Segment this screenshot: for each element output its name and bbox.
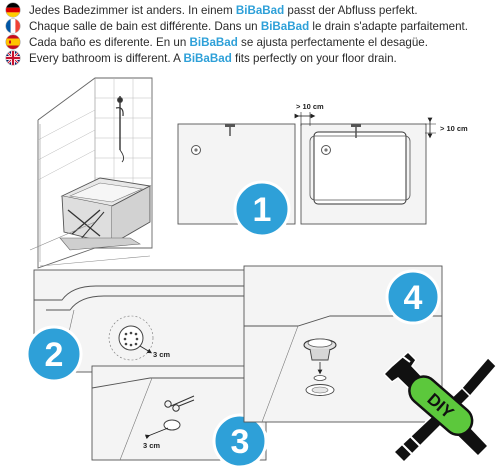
shower-room-illustration — [29, 77, 153, 269]
step-badge-3: 3 — [212, 413, 268, 469]
flag-spain-icon — [6, 35, 20, 49]
svg-text:1: 1 — [253, 191, 272, 229]
scissors-icon — [164, 395, 195, 412]
svg-text:3: 3 — [231, 423, 250, 461]
caption-line-de: Jedes Badezimmer ist anders. In einem Bi… — [6, 2, 496, 18]
brand-name: BiBaBad — [235, 3, 285, 17]
step-1-panel-right — [300, 123, 427, 225]
svg-text:2: 2 — [45, 336, 64, 374]
step-badge-2: 2 — [25, 325, 83, 383]
diy-label-pill — [408, 375, 474, 436]
dimension-marker-side: > 10 cm — [425, 117, 468, 139]
svg-text:4: 4 — [404, 279, 423, 317]
flag-france-icon — [6, 19, 20, 33]
brand-name: BiBaBad — [260, 19, 310, 33]
dimension-label-side: > 10 cm — [440, 124, 468, 133]
caption-text-fr: Chaque salle de bain est différente. Dan… — [29, 19, 468, 33]
brand-name: BiBaBad — [189, 35, 238, 49]
caption-line-en: Every bathroom is different. A BiBaBad f… — [6, 50, 496, 66]
dimension-label-step2: 3 cm — [153, 350, 170, 359]
caption-line-fr: Chaque salle de bain est différente. Dan… — [6, 18, 496, 34]
diy-tools-badge: DIY — [382, 350, 497, 464]
flag-germany-icon — [6, 3, 20, 17]
dimension-marker-top: > 10 cm — [294, 102, 324, 126]
caption-line-es: Cada baño es diferente. En un BiBaBad se… — [6, 34, 496, 50]
multilingual-caption: Jedes Badezimmer ist anders. In einem Bi… — [6, 2, 496, 66]
caption-text-en: Every bathroom is different. A BiBaBad f… — [29, 51, 397, 65]
caption-text-de: Jedes Badezimmer ist anders. In einem Bi… — [29, 3, 418, 17]
brand-name: BiBaBad — [183, 51, 232, 65]
dimension-label-step3: 3 cm — [143, 441, 160, 450]
step-badge-4: 4 — [385, 269, 441, 325]
step-badge-1: 1 — [233, 180, 291, 238]
dimension-label-top: > 10 cm — [296, 102, 324, 111]
caption-text-es: Cada baño es diferente. En un BiBaBad se… — [29, 35, 428, 49]
